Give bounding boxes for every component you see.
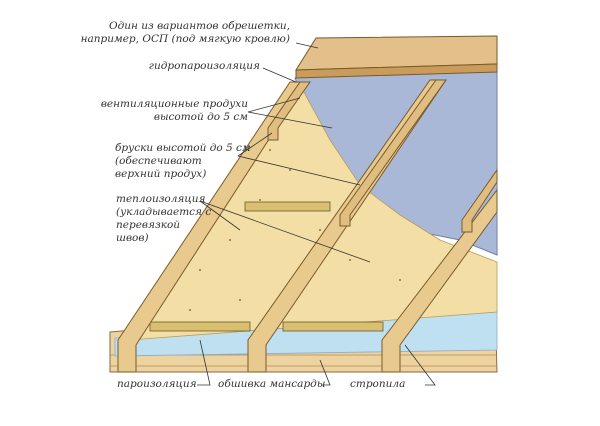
label-insulation: теплоизоляция (укладывается с перевязкой… bbox=[116, 193, 212, 244]
batten bbox=[461, 168, 498, 233]
batten bbox=[339, 79, 447, 227]
leader-lines bbox=[197, 42, 436, 386]
label-sheathing: Один из вариантов обрешетки, например, О… bbox=[80, 20, 290, 45]
insulation-edge bbox=[149, 321, 251, 332]
label-rafters: стропила bbox=[350, 378, 406, 390]
rafter bbox=[381, 188, 498, 373]
label-membrane: гидропароизоляция bbox=[148, 60, 260, 72]
label-vapor-barrier: пароизоляция bbox=[117, 378, 197, 390]
insulation-dots bbox=[189, 149, 431, 311]
rafter bbox=[247, 79, 447, 373]
label-attic-lining: обшивка мансарды bbox=[218, 378, 326, 390]
insulation-edge bbox=[244, 201, 331, 212]
batten bbox=[267, 81, 311, 141]
label-vent-gaps: вентиляционные продухи высотой до 5 см bbox=[100, 98, 248, 123]
label-battens: бруски высотой до 5 см (обеспечивают вер… bbox=[115, 142, 251, 180]
rafter bbox=[117, 81, 307, 373]
insulation-edge bbox=[282, 321, 384, 332]
